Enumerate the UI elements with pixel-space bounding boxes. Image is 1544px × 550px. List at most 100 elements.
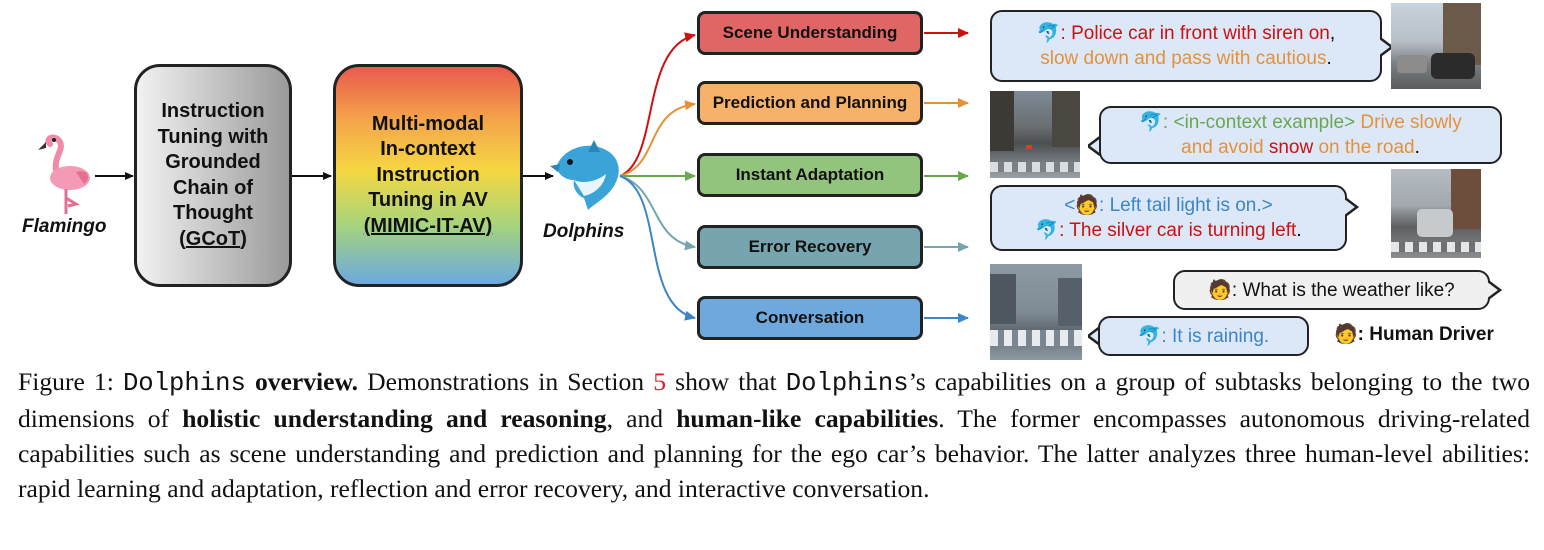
- planning-line2: and avoid snow on the road.: [1101, 135, 1500, 160]
- building-right: [1052, 91, 1080, 147]
- planning-line1: 🐬: <in-context example> Drive slowly: [1101, 110, 1500, 135]
- gcot-line: Tuning with: [157, 125, 269, 148]
- mimic-line: Instruction: [376, 163, 480, 186]
- caption-text: show that: [666, 367, 786, 396]
- watermark: 知乎 @自动驾驶之心: [1078, 471, 1435, 512]
- answer-bubble-tail: [1088, 326, 1101, 346]
- dolphin-icon: 🐬: [1137, 325, 1162, 347]
- question-line: 🧑: What is the weather like?: [1175, 278, 1488, 303]
- planning-text: on the road: [1313, 137, 1415, 158]
- punct: .: [1296, 220, 1302, 241]
- snow-street-photo: [990, 91, 1080, 178]
- crosswalk: [1391, 242, 1481, 252]
- error-line1: <🧑: Left tail light is on.>: [992, 193, 1345, 218]
- flamingo-icon: [38, 134, 90, 214]
- colon: :: [1162, 112, 1174, 133]
- dolphin-icon: 🐬: [1036, 23, 1061, 44]
- police-car-photo: [1391, 3, 1481, 89]
- scene-text-1: Police car in front with siren on: [1071, 23, 1330, 44]
- colon: :: [1060, 23, 1072, 44]
- silver-car: [1417, 209, 1453, 237]
- flamingo-label: Flamingo: [22, 216, 107, 237]
- punct: .: [1326, 48, 1332, 69]
- paren: ): [240, 227, 247, 250]
- building-left: [990, 274, 1016, 324]
- brake-light: [1026, 145, 1032, 149]
- task-prediction-planning: Prediction and Planning: [697, 81, 923, 125]
- dolphins-label: Dolphins: [543, 221, 625, 242]
- dolphin-reply: The silver car is turning left: [1069, 220, 1297, 241]
- human-icon: 🧑: [1334, 324, 1358, 345]
- crosswalk: [990, 162, 1080, 172]
- colon: :: [1161, 325, 1173, 347]
- caption-overview: overview.: [245, 367, 358, 396]
- question-bubble-tail: [1488, 280, 1502, 300]
- building-left: [990, 91, 1014, 151]
- mimic-line: In-context: [380, 138, 476, 161]
- figure-caption: Figure 1: Dolphins overview. Demonstrati…: [18, 364, 1530, 506]
- answer-line: 🐬: It is raining.: [1100, 324, 1307, 349]
- branch-scene: [619, 32, 696, 177]
- gcot-box-text: Instruction Tuning with Grounded Chain o…: [158, 99, 269, 252]
- dolphin-icon: 🐬: [1139, 112, 1163, 133]
- task-conversation: Conversation: [697, 296, 923, 340]
- caption-bold: holistic understanding and reasoning: [182, 404, 607, 433]
- legend-text: : Human Driver: [1357, 324, 1494, 345]
- dolphin-icon: [550, 140, 619, 210]
- rain-photo: [990, 264, 1082, 360]
- answer-text: It is raining.: [1172, 325, 1270, 347]
- error-bubble-tail: [1345, 197, 1359, 217]
- question-text: : What is the weather like?: [1231, 279, 1455, 301]
- task-error-recovery: Error Recovery: [697, 225, 923, 269]
- gcot-box: Instruction Tuning with Grounded Chain o…: [134, 64, 292, 287]
- question-bubble: 🧑: What is the weather like?: [1173, 270, 1490, 310]
- task-instant-adaptation: Instant Adaptation: [697, 153, 923, 197]
- mimic-abbr: (MIMIC-IT-AV): [363, 214, 493, 237]
- punct: .: [1414, 137, 1420, 158]
- human-icon: 🧑: [1208, 279, 1232, 301]
- gcot-line: Thought: [173, 202, 253, 224]
- human-driver-legend: 🧑: Human Driver: [1334, 322, 1494, 346]
- caption-model-name: Dolphins: [122, 369, 246, 398]
- gcot-abbr-line: (GCoT): [158, 227, 269, 253]
- mimic-box-text: Multi-modal In-context Instruction Tunin…: [364, 112, 493, 240]
- punct: ,: [1329, 23, 1336, 44]
- dolphin-icon: 🐬: [1035, 220, 1060, 241]
- in-context-example: <in-context example>: [1173, 112, 1356, 133]
- overview-diagram: Flamingo Instruction Tuning with Grounde…: [22, 3, 1502, 360]
- building-right: [1058, 278, 1082, 326]
- gcot-line: Chain of: [172, 176, 253, 199]
- gcot-line: Instruction: [161, 100, 265, 122]
- caption-model-name: Dolphins: [785, 369, 909, 398]
- planning-bubble-tail: [1088, 136, 1101, 156]
- mimic-it-av-box: Multi-modal In-context Instruction Tunin…: [333, 64, 523, 287]
- scene-text-2: slow down and pass with cautious: [1040, 48, 1327, 69]
- paren: (: [179, 227, 186, 250]
- scene-bubble-line1: 🐬: Police car in front with siren on,: [992, 21, 1380, 46]
- colon: :: [1059, 220, 1070, 241]
- error-bubble: <🧑: Left tail light is on.> 🐬: The silve…: [990, 185, 1347, 251]
- crosswalk: [990, 330, 1082, 346]
- branch-planning: [619, 100, 696, 177]
- scene-bubble: 🐬: Police car in front with siren on, sl…: [990, 10, 1382, 82]
- caption-bold: human-like capabilities: [676, 404, 939, 433]
- caption-text: ’s capabilities on a group of subtasks b…: [18, 367, 1530, 433]
- error-line2: 🐬: The silver car is turning left.: [992, 218, 1345, 243]
- snow-word: snow: [1268, 137, 1314, 158]
- scene-bubble-line2: slow down and pass with cautious.: [992, 46, 1380, 71]
- caption-text: . The former encompasses autonomous driv…: [18, 404, 1531, 503]
- silver-car-photo: [1391, 169, 1481, 258]
- branch-error: [619, 175, 696, 251]
- answer-bubble: 🐬: It is raining.: [1098, 316, 1309, 356]
- planning-text: Drive slowly: [1355, 112, 1462, 133]
- branch-conversation: [619, 175, 696, 321]
- task-scene-understanding: Scene Understanding: [697, 11, 923, 55]
- mimic-line: Tuning in AV: [368, 189, 488, 212]
- planning-text: and avoid: [1181, 137, 1269, 158]
- diagram-arrows: [95, 28, 969, 323]
- caption-text: Demonstrations in Section: [358, 367, 654, 396]
- section-ref-link[interactable]: 5: [653, 367, 666, 396]
- car: [1431, 53, 1475, 79]
- building-right: [1451, 169, 1481, 229]
- planning-bubble: 🐬: <in-context example> Drive slowly and…: [1099, 106, 1502, 164]
